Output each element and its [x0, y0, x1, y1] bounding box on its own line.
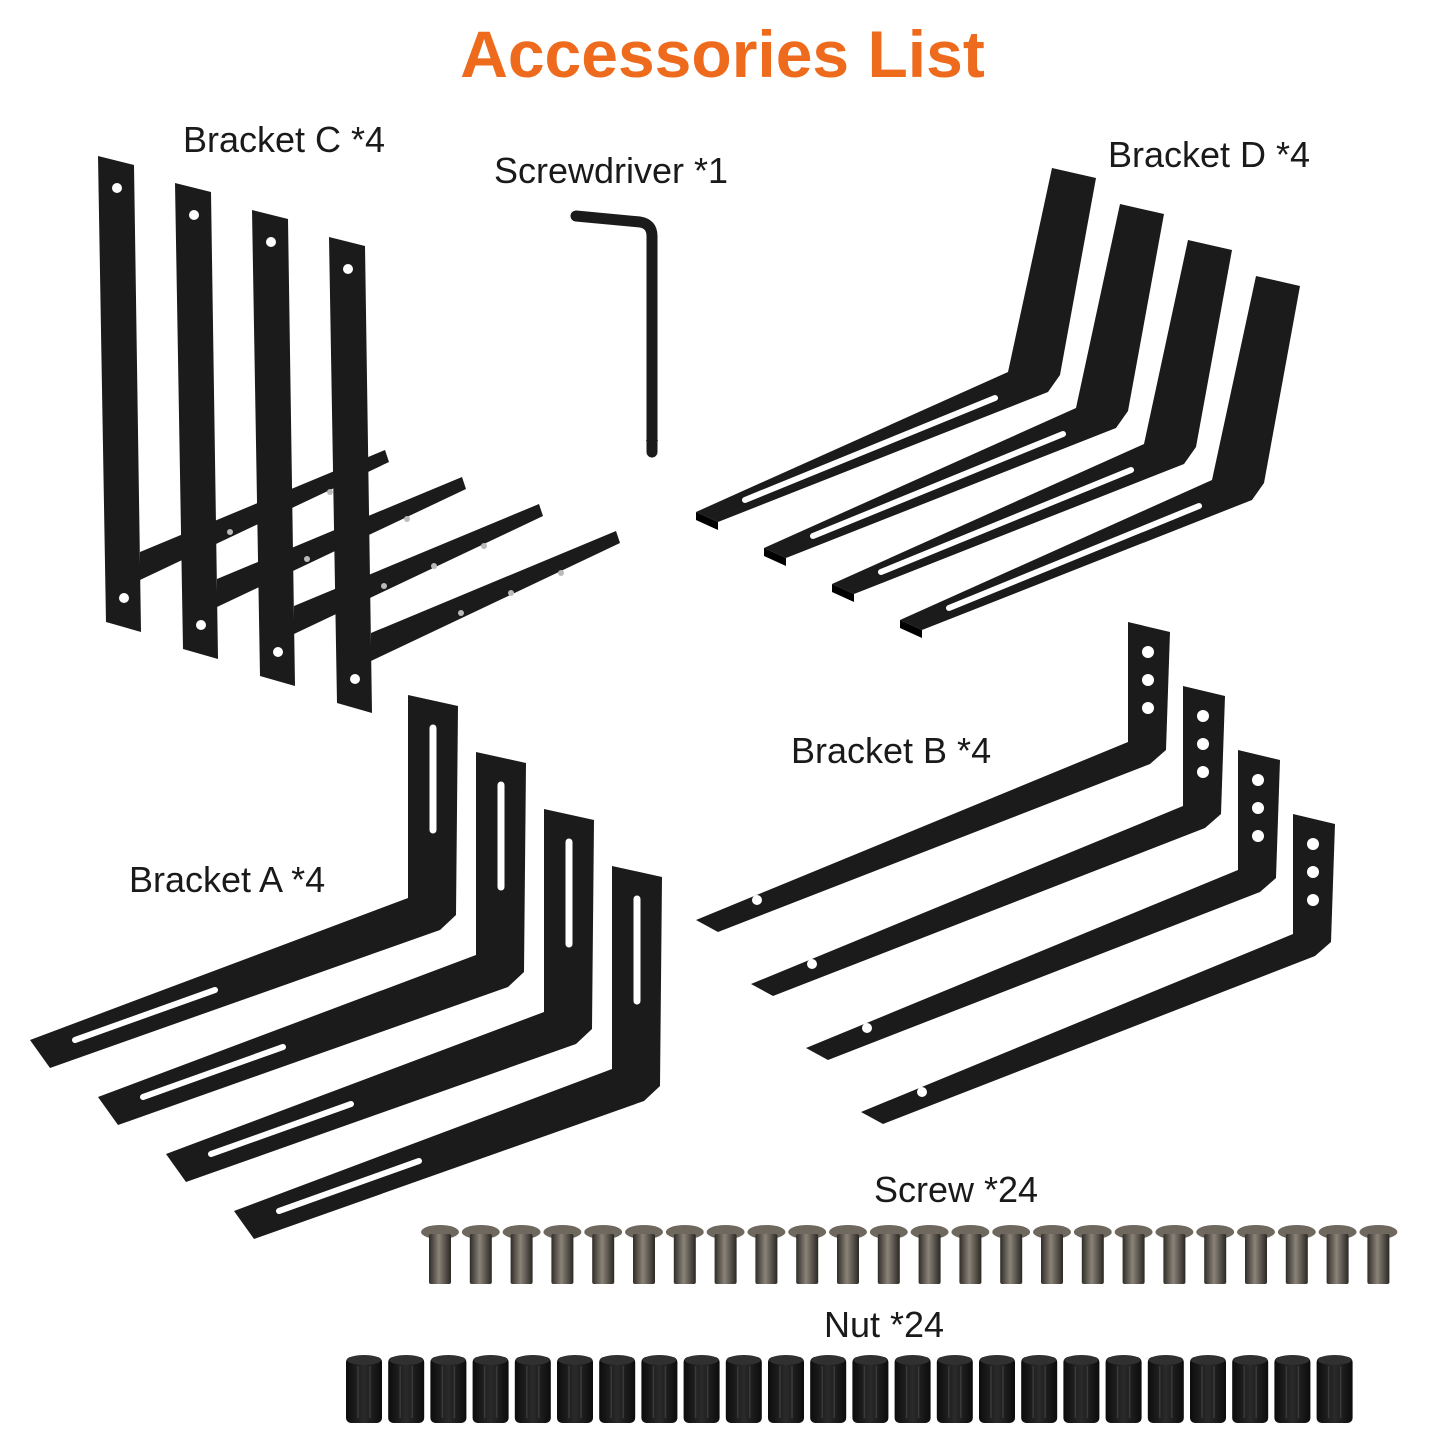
bracket-b — [751, 686, 1225, 996]
nut — [1316, 1355, 1353, 1423]
nut — [894, 1355, 931, 1423]
screw-label: Screw *24 — [874, 1169, 1039, 1210]
bracket-a — [98, 752, 526, 1125]
screw — [992, 1225, 1031, 1284]
nut-label: Nut *24 — [824, 1304, 945, 1345]
bracket-d-group — [696, 168, 1300, 638]
nut — [557, 1355, 593, 1423]
nut — [936, 1355, 973, 1423]
screw — [1277, 1225, 1316, 1284]
nut — [514, 1355, 551, 1423]
screwdriver — [570, 210, 658, 458]
bracket-d — [696, 168, 1096, 530]
nut — [768, 1355, 804, 1423]
bracket-a — [166, 809, 594, 1182]
nut — [1274, 1355, 1311, 1423]
bracket-b-label: Bracket B *4 — [791, 730, 992, 771]
nut — [1105, 1355, 1142, 1423]
nut — [1147, 1355, 1184, 1423]
bracket-b — [861, 814, 1335, 1124]
bracket-c-label: Bracket C *4 — [183, 119, 386, 160]
bracket-d — [764, 204, 1164, 566]
screw — [421, 1225, 459, 1284]
page-title: Accessories List — [460, 17, 985, 91]
screw — [1114, 1225, 1153, 1284]
screw — [584, 1225, 623, 1284]
bracket-c — [175, 183, 466, 659]
screw — [665, 1225, 704, 1284]
bracket-a — [30, 695, 458, 1068]
screw — [788, 1225, 827, 1284]
bracket-a-group — [30, 695, 662, 1239]
screw — [1318, 1225, 1357, 1284]
nut — [852, 1355, 889, 1423]
nut — [430, 1355, 467, 1423]
screw — [1237, 1225, 1275, 1284]
nut — [472, 1355, 509, 1423]
nut-group — [346, 1355, 1353, 1423]
screw — [625, 1225, 663, 1284]
nut — [641, 1355, 678, 1423]
screw — [1196, 1225, 1235, 1284]
screw-group — [421, 1225, 1398, 1284]
nut — [1190, 1355, 1226, 1423]
bracket-c — [329, 237, 620, 713]
bracket-d — [900, 276, 1300, 638]
screw — [543, 1225, 582, 1284]
nut — [1063, 1355, 1100, 1423]
screw — [1359, 1225, 1398, 1284]
bracket-b-group — [696, 622, 1335, 1124]
bracket-b — [696, 622, 1170, 932]
screw — [951, 1225, 990, 1284]
nut — [1232, 1355, 1269, 1423]
nut — [1021, 1355, 1058, 1423]
screw — [910, 1225, 949, 1284]
bracket-d-label: Bracket D *4 — [1108, 134, 1311, 175]
bracket-a-label: Bracket A *4 — [129, 859, 326, 900]
bracket-d — [832, 240, 1232, 602]
nut — [725, 1355, 762, 1423]
nut — [599, 1355, 636, 1423]
bracket-c-group — [98, 156, 620, 713]
screwdriver-label: Screwdriver *1 — [494, 150, 729, 191]
bracket-a — [234, 866, 662, 1239]
nut — [979, 1355, 1015, 1423]
screw — [706, 1225, 745, 1284]
bracket-b — [806, 750, 1280, 1060]
nut — [683, 1355, 720, 1423]
screw — [1033, 1225, 1071, 1284]
screw — [829, 1225, 867, 1284]
screw — [869, 1225, 908, 1284]
nut — [810, 1355, 847, 1423]
bracket-c — [252, 210, 543, 686]
screw — [1073, 1225, 1112, 1284]
screw — [747, 1225, 786, 1284]
screw — [502, 1225, 541, 1284]
nut — [388, 1355, 425, 1423]
screw — [461, 1225, 500, 1284]
screw — [1155, 1225, 1194, 1284]
nut — [346, 1355, 382, 1423]
